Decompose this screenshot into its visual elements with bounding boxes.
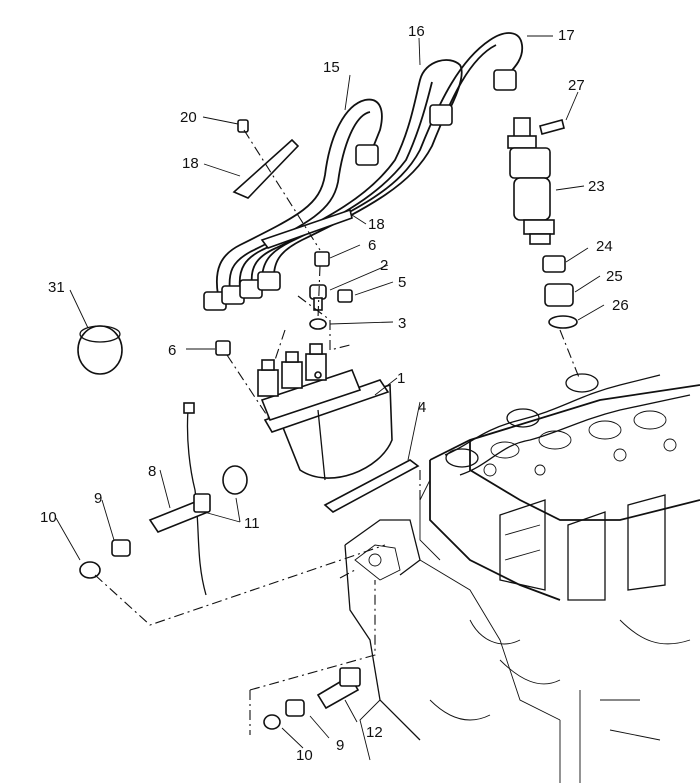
callout-24: 24: [596, 238, 613, 255]
callout-4: 4: [418, 399, 426, 416]
pipe-nuts: [203, 69, 517, 311]
leader-lines: [55, 35, 605, 749]
callout-20: 20: [180, 109, 197, 126]
callout-labels: 1 2 3 4 5 6 6 8 9 9 10 10 11 12 15 16 17…: [40, 23, 629, 764]
callout-15: 15: [323, 59, 340, 76]
small-fittings: [215, 119, 353, 356]
callout-23: 23: [588, 178, 605, 195]
callout-18-right: 18: [368, 216, 385, 233]
cylinder-block: [344, 519, 691, 783]
callout-9-left: 9: [94, 490, 102, 507]
callout-9-bottom: 9: [336, 737, 344, 754]
callout-12: 12: [366, 724, 383, 741]
callout-18-left: 18: [182, 155, 199, 172]
callout-10-bottom: 10: [296, 747, 313, 764]
callout-1: 1: [397, 370, 405, 387]
center-lines: [94, 129, 581, 735]
callout-31: 31: [48, 279, 65, 296]
seal-ring: [77, 325, 123, 375]
callout-8: 8: [148, 463, 156, 480]
cylinder-head: [419, 373, 700, 601]
callout-16: 16: [408, 23, 425, 40]
callout-26: 26: [612, 297, 629, 314]
callout-3: 3: [398, 315, 406, 332]
callout-10-left: 10: [40, 509, 57, 526]
injector-nozzle: [507, 117, 578, 329]
sensor-assembly: [79, 402, 361, 730]
injection-pump: [257, 343, 393, 481]
callout-25: 25: [606, 268, 623, 285]
injection-pipes: [216, 32, 524, 296]
gasket: [323, 459, 420, 513]
callout-11: 11: [244, 515, 260, 532]
callout-5: 5: [398, 274, 406, 291]
callout-17: 17: [558, 27, 575, 44]
callout-6-upper: 6: [368, 237, 376, 254]
callout-2: 2: [380, 257, 388, 274]
callout-6-lower: 6: [168, 342, 176, 359]
callout-27: 27: [568, 77, 585, 94]
